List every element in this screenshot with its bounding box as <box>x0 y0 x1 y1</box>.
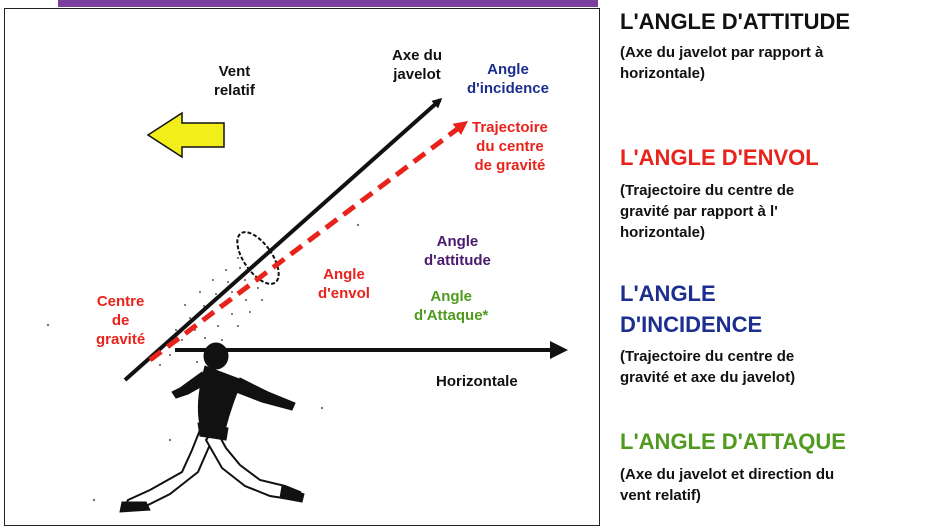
title-line: L'ANGLE <box>620 281 716 306</box>
label-line: d'incidence <box>467 80 549 97</box>
diagram-frame <box>4 8 600 526</box>
label-line: du centre <box>476 138 544 155</box>
label-trajectoire: Trajectoire du centre de gravité <box>472 118 548 175</box>
desc-line: (Axe du javelot par rapport à <box>620 44 824 61</box>
label-line: Angle <box>487 61 529 78</box>
javelin-arrow <box>123 98 443 382</box>
label-horizontale: Horizontale <box>436 373 518 390</box>
label-line: gravité <box>96 331 146 348</box>
top-accent-bar <box>58 0 598 7</box>
wind-arrow-icon <box>146 111 225 159</box>
desc-line: (Trajectoire du centre de <box>620 182 795 199</box>
label-line: d'Attaque* <box>414 307 489 324</box>
label-line: Angle <box>323 266 365 283</box>
legend-desc-attitude: (Axe du javelot par rapport à horizontal… <box>620 42 823 84</box>
legend-desc-incidence: (Trajectoire du centre de gravité et axe… <box>620 346 795 388</box>
label-line: Vent <box>218 63 251 80</box>
label-line: Axe du <box>392 47 443 64</box>
label-line: Centre <box>96 293 145 310</box>
legend-title-attaque: L'ANGLE D'ATTAQUE <box>620 429 846 454</box>
desc-line: (Axe du javelot et direction du <box>620 466 835 483</box>
legend-desc-envol: (Trajectoire du centre de gravité par ra… <box>620 180 794 243</box>
desc-line: horizontale) <box>620 224 705 241</box>
label-line: de gravité <box>474 157 546 174</box>
athlete-figure <box>119 342 305 513</box>
label-centre-gravite: Centre de gravité <box>96 292 145 349</box>
label-line: Trajectoire <box>472 119 548 136</box>
label-axe-javelot: Axe du javelot <box>392 46 442 84</box>
label-line: relatif <box>214 82 255 99</box>
legend-desc-attaque: (Axe du javelot et direction du vent rel… <box>620 464 834 506</box>
background-dots <box>46 223 360 502</box>
label-angle-attitude: Angle d'attitude <box>424 232 491 270</box>
label-vent-relatif: Vent relatif <box>214 62 255 100</box>
label-angle-attaque: Angle d'Attaque* <box>414 287 488 325</box>
desc-line: (Trajectoire du centre de <box>620 348 795 365</box>
desc-line: gravité et axe du javelot) <box>620 369 796 386</box>
label-line: Angle <box>436 233 479 250</box>
label-line: de <box>111 312 130 329</box>
desc-line: gravité par rapport à l' <box>620 203 778 220</box>
legend-title-attitude: L'ANGLE D'ATTITUDE <box>620 9 851 34</box>
label-line: d'envol <box>318 285 370 302</box>
legend-title-envol: L'ANGLE D'ENVOL <box>620 145 819 170</box>
desc-line: horizontale) <box>620 65 705 82</box>
label-line: Angle <box>430 288 473 305</box>
label-angle-envol: Angle d'envol <box>318 265 370 303</box>
legend-title-incidence: L'ANGLE D'INCIDENCE <box>620 280 762 338</box>
label-line: javelot <box>393 66 441 83</box>
desc-line: vent relatif) <box>620 487 701 504</box>
title-line: D'INCIDENCE <box>620 312 763 337</box>
label-line: d'attitude <box>424 252 491 269</box>
label-angle-incidence: Angle d'incidence <box>467 60 549 98</box>
